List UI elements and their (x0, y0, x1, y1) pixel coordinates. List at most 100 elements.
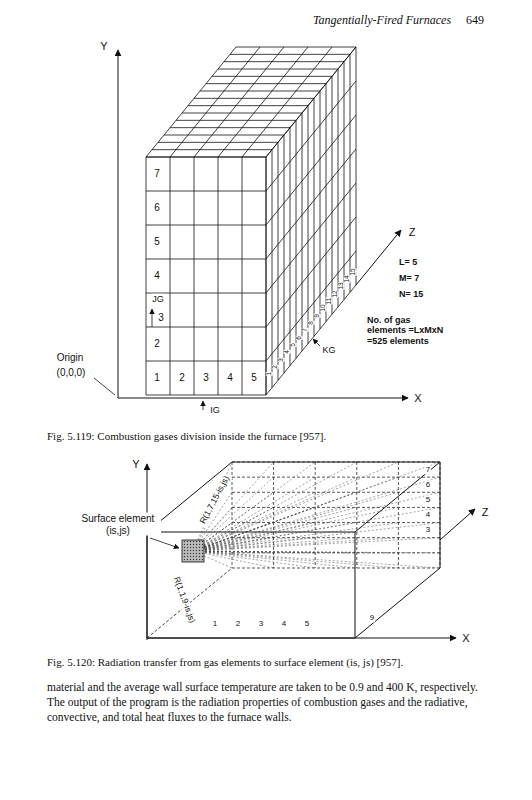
depth-number: 7 (302, 329, 309, 333)
grid-line (164, 135, 284, 136)
radiation-ray (193, 551, 440, 568)
figure-caption: Fig. 5.120: Radiation transfer from gas … (47, 656, 517, 669)
grid-line (182, 113, 302, 114)
row-number: 7 (425, 465, 431, 474)
grid-line (232, 552, 440, 553)
radiation-ray (193, 462, 357, 551)
depth-number: 15 (350, 268, 357, 275)
grid-line (146, 157, 147, 395)
grid-line (278, 142, 279, 380)
surface-element-label: Surface element (is,js) (75, 513, 161, 536)
grid-line (200, 91, 320, 92)
grid-line (146, 157, 266, 158)
grid-line (338, 69, 339, 307)
column-number: 1 (212, 619, 218, 628)
grid-line (320, 91, 321, 329)
radiation-figure (147, 462, 475, 640)
grid-line (170, 157, 171, 395)
furnace-grid-figure (94, 47, 408, 410)
radiation-ray (193, 462, 274, 551)
grid-line (266, 157, 267, 395)
cell-number: 2 (178, 372, 186, 384)
grid-line (350, 54, 351, 292)
jg-arrow (152, 309, 153, 327)
cell-number: 6 (153, 202, 161, 214)
depth-number: 9 (369, 613, 375, 622)
axis-label: Y (99, 40, 108, 53)
row-number: 6 (425, 480, 431, 489)
grid-line (284, 135, 285, 373)
grid-line (170, 47, 260, 157)
grid-line (232, 477, 440, 478)
radiation-ray (193, 538, 440, 551)
grid-line (158, 142, 278, 143)
box-outline (147, 462, 440, 638)
figure-caption: Fig. 5.119: Combustion gases division in… (47, 430, 326, 443)
grid-line (266, 115, 356, 225)
column-number: 5 (304, 619, 310, 628)
dimension-label: M= 7 (398, 273, 420, 283)
cell-number: 2 (153, 338, 161, 350)
cell-number: 3 (157, 312, 165, 324)
grid-line (314, 98, 315, 336)
surface-element (182, 540, 204, 562)
grid-line (146, 225, 266, 226)
grid-line (266, 47, 356, 157)
body-text: material and the average wall surface te… (47, 680, 487, 725)
column-number: 2 (235, 619, 241, 628)
grid-line (146, 395, 266, 396)
cell-number: 5 (250, 372, 258, 384)
grid-line (224, 61, 344, 62)
depth-number: 11 (326, 298, 333, 305)
grid-line (146, 361, 266, 362)
depth-number: 6 (296, 336, 303, 340)
depth-number: 12 (332, 290, 339, 297)
column-number: 4 (281, 619, 287, 628)
row-number: 4 (425, 510, 431, 519)
row-number: 3 (425, 526, 431, 535)
grid-line (344, 62, 345, 300)
index-label: JG (151, 294, 165, 304)
grid-line (146, 259, 266, 260)
grid-line (266, 217, 356, 327)
grid-line (272, 150, 273, 388)
depth-number: 9 (314, 314, 321, 318)
ig-arrow (203, 401, 204, 410)
hidden-edge (147, 568, 232, 638)
cell-number: 3 (202, 372, 210, 384)
grid-line (146, 47, 236, 157)
index-label: KG (321, 345, 336, 355)
grid-line (232, 507, 440, 508)
radiation-ray (193, 462, 398, 551)
dimension-label: N= 15 (398, 289, 424, 299)
origin-label: Origin (56, 352, 85, 364)
grid-line (356, 47, 357, 285)
grid-line (146, 157, 266, 158)
grid-line (176, 120, 296, 121)
grid-line (242, 157, 243, 395)
grid-line (194, 157, 195, 395)
axis-label: Y (131, 458, 140, 471)
x-axis (147, 638, 456, 639)
axis-label: X (413, 392, 422, 405)
element-count-note: No. of gas elements =LxMxN =525 elements (366, 315, 450, 346)
axis-label: Z (408, 226, 417, 239)
ray-label: R(1,7,15-is,js) (198, 473, 232, 526)
depth-number: 14 (344, 275, 351, 282)
grid-line (212, 76, 332, 77)
grid-line (194, 98, 314, 99)
radiation-ray (193, 551, 398, 553)
cell-number: 7 (153, 168, 161, 180)
y-axis (118, 50, 119, 398)
depth-number: 8 (308, 321, 315, 325)
grid-line (218, 47, 308, 157)
box-outline (147, 532, 355, 638)
radiation-ray (193, 462, 440, 551)
kg-arrow (313, 339, 320, 346)
grid-line (152, 149, 272, 150)
cell-number: 4 (153, 270, 161, 282)
radiation-ray (193, 523, 440, 551)
radiation-ray (193, 538, 357, 551)
